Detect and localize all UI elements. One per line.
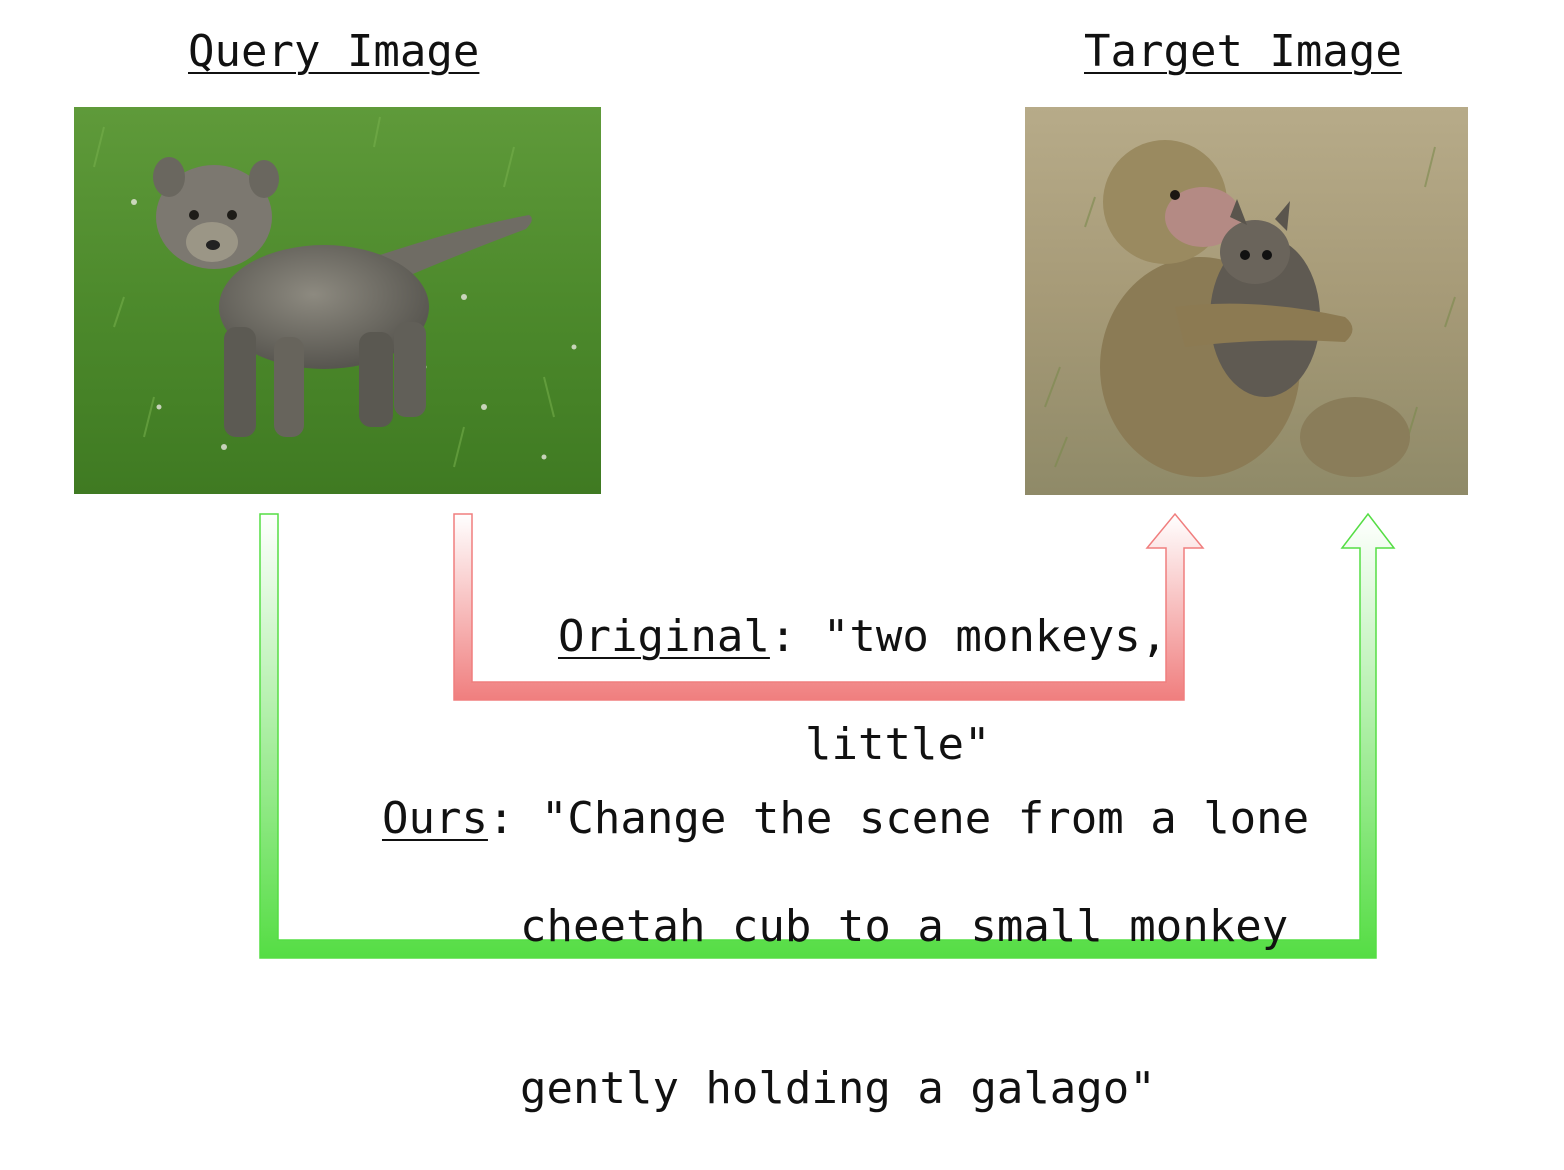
query-image-heading: Query Image [188, 26, 480, 77]
arrows-layer [259, 512, 1396, 959]
monkey-holding-galago-photo [1025, 107, 1468, 495]
original-line-1: "two monkeys, [822, 611, 1168, 662]
cheetah-cub-photo [74, 107, 601, 494]
ours-sep: : [487, 793, 541, 844]
original-sep: : [769, 611, 823, 662]
query-image [74, 107, 601, 494]
original-tag: Original [557, 611, 770, 662]
ours-tag: Ours [381, 793, 488, 844]
ours-line-3: gently holding a galago" [520, 1063, 1156, 1114]
original-arrow [453, 512, 1205, 701]
target-image [1025, 107, 1468, 495]
ours-caption: Ours: "Change the scene from a lone chee… [329, 738, 1309, 1170]
ours-line-2: cheetah cub to a small monkey [520, 901, 1289, 952]
ours-arrow [259, 512, 1396, 959]
original-line-2: little" [805, 719, 991, 770]
ours-line-1: "Change the scene from a lone [540, 793, 1310, 844]
target-image-heading: Target Image [1084, 26, 1402, 77]
original-caption: Original: "two monkeys, little" [505, 556, 1167, 826]
